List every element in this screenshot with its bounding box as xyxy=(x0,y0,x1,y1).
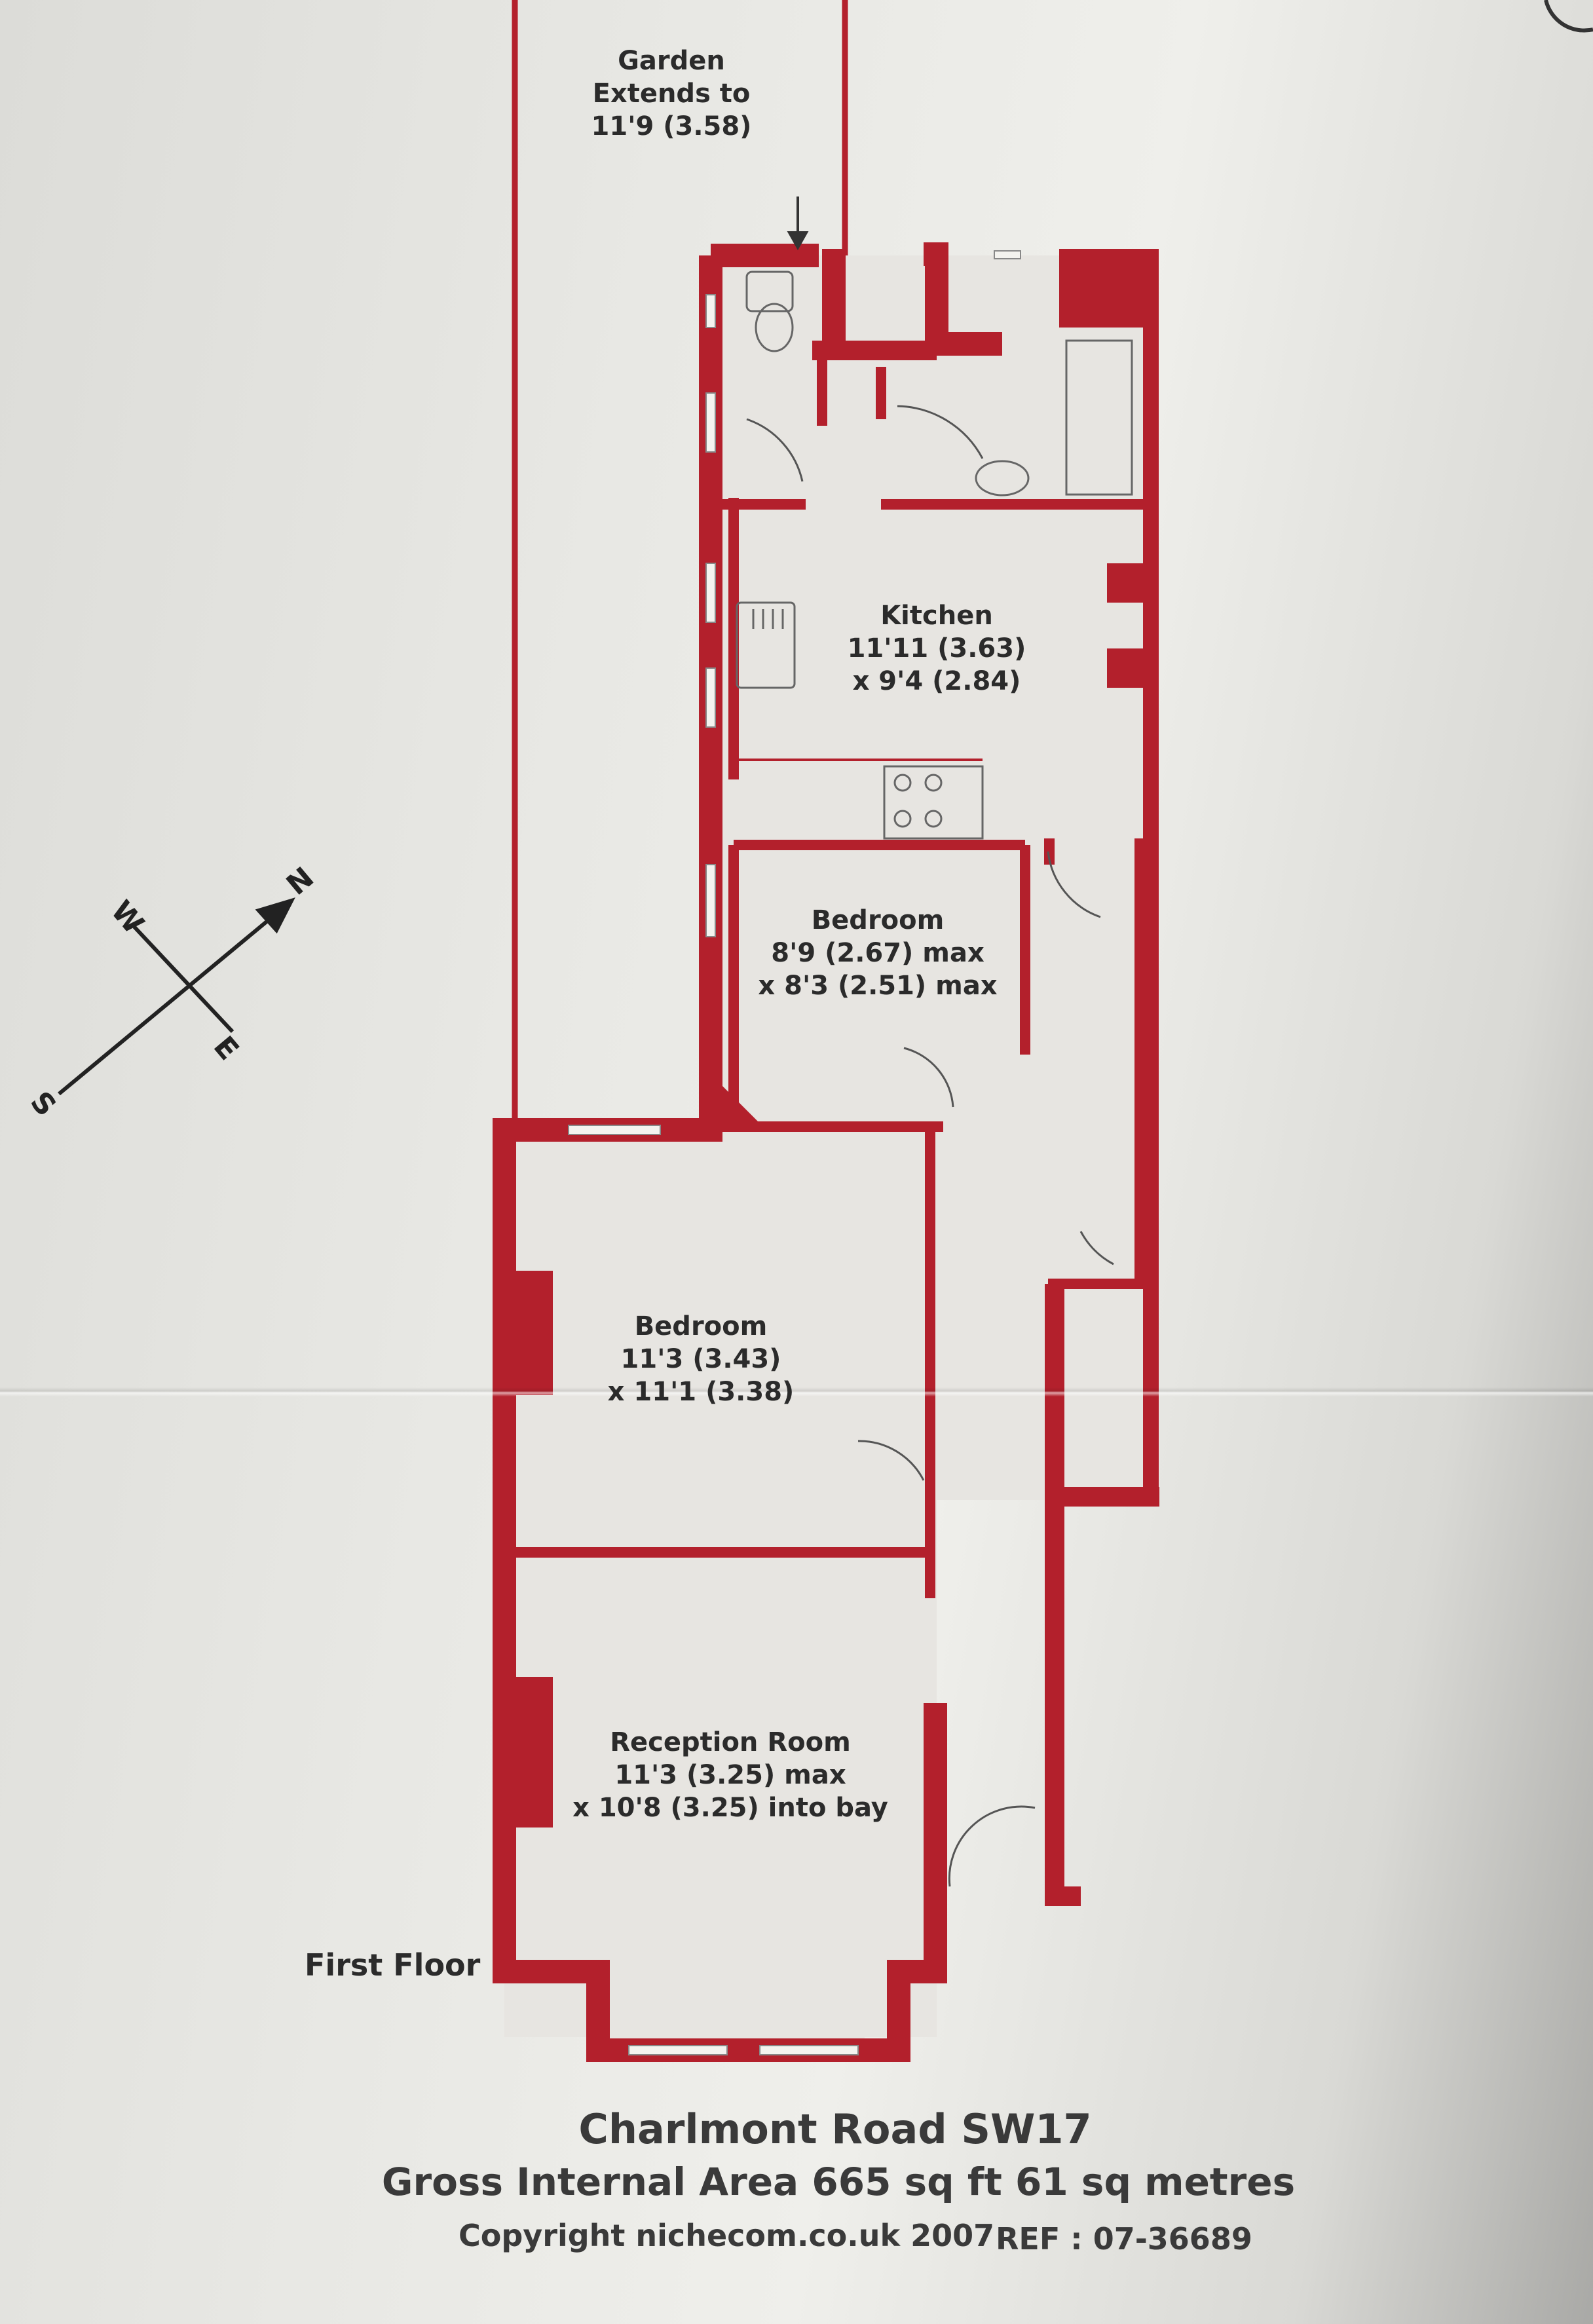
kitchen-line2: 11'11 (3.63) xyxy=(847,633,1026,664)
fixtures xyxy=(736,271,1133,840)
reception-line2: 11'3 (3.25) max xyxy=(614,1760,846,1790)
bedroom-large-label: Bedroom 11'3 (3.43) x 11'1 (3.38) xyxy=(596,1310,806,1408)
kitchen-label: Kitchen 11'11 (3.63) x 9'4 (2.84) xyxy=(832,599,1041,698)
garden-boundary xyxy=(512,0,848,1128)
garden-label: Garden Extends to 11'9 (3.58) xyxy=(576,45,766,143)
internal-walls xyxy=(504,354,1146,1873)
bedroom-large-line2: 11'3 (3.43) xyxy=(620,1344,781,1374)
bedroom-large-line3: x 11'1 (3.38) xyxy=(607,1377,795,1407)
garden-name: Garden xyxy=(618,46,725,76)
corner-mark xyxy=(1544,0,1593,33)
garden-line2: Extends to xyxy=(592,79,751,109)
reception-name: Reception Room xyxy=(610,1727,851,1757)
bedroom-small-name: Bedroom xyxy=(811,905,945,935)
windows xyxy=(568,250,1021,2055)
floor-label: First Floor xyxy=(305,1947,481,1983)
kitchen-name: Kitchen xyxy=(880,601,993,631)
footer-address: Charlmont Road SW17 xyxy=(578,2105,1092,2153)
reception-label: Reception Room 11'3 (3.25) max x 10'8 (3… xyxy=(557,1726,904,1824)
reception-line3: x 10'8 (3.25) into bay xyxy=(572,1793,888,1823)
bedroom-small-line2: 8'9 (2.67) max xyxy=(771,938,984,968)
bedroom-small-line3: x 8'3 (2.51) max xyxy=(758,971,998,1001)
door-swings xyxy=(746,405,1114,1887)
footer-area: Gross Internal Area 665 sq ft 61 sq metr… xyxy=(381,2160,1296,2204)
bedroom-small-label: Bedroom 8'9 (2.67) max x 8'3 (2.51) max xyxy=(753,904,1002,1002)
garden-line3: 11'9 (3.58) xyxy=(591,111,752,141)
entrance-arrow-icon xyxy=(787,197,809,251)
footer-ref: REF : 07-36689 xyxy=(996,2221,1252,2257)
chimney-breasts xyxy=(498,1074,766,1827)
paper-fold xyxy=(0,1387,1593,1396)
kitchen-line3: x 9'4 (2.84) xyxy=(852,666,1021,696)
footer-copyright: Copyright nichecom.co.uk 2007 xyxy=(459,2218,995,2253)
bedroom-large-name: Bedroom xyxy=(634,1311,768,1341)
compass-icon xyxy=(58,897,295,1096)
